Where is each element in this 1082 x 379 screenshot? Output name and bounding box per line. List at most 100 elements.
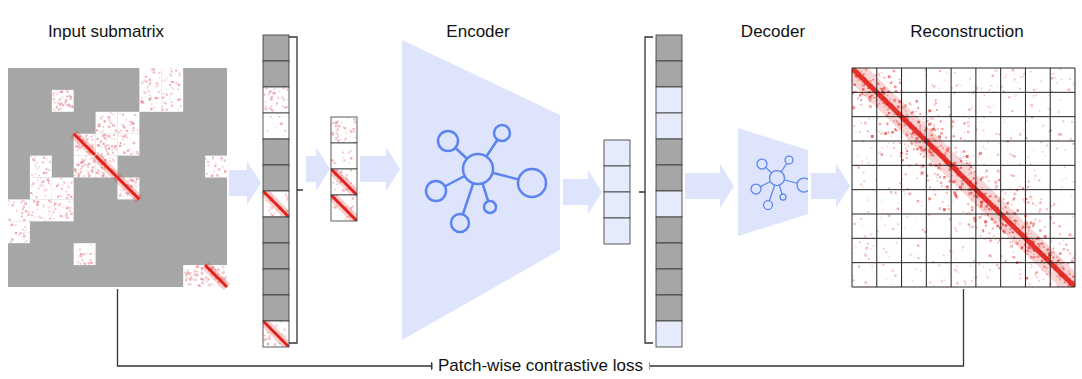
contact-dot xyxy=(122,138,124,140)
contact-dot xyxy=(868,162,870,164)
contact-dot xyxy=(203,280,204,281)
contact-dot xyxy=(43,185,45,187)
contact-dot xyxy=(1007,146,1008,147)
flow-arrow xyxy=(811,164,850,208)
contact-dot xyxy=(285,335,286,336)
contact-dot xyxy=(1060,68,1062,70)
contact-dot xyxy=(109,160,111,162)
contact-dot xyxy=(77,145,79,147)
contact-dot xyxy=(934,194,936,196)
contact-dot xyxy=(982,146,984,148)
contact-dot xyxy=(64,103,67,106)
contact-dot xyxy=(355,196,356,197)
contact-dot xyxy=(340,139,341,140)
contact-dot xyxy=(49,218,51,220)
contact-dot xyxy=(962,250,963,251)
contact-dot xyxy=(1042,124,1044,126)
contact-dot xyxy=(1005,74,1007,76)
contact-dot xyxy=(114,145,117,148)
contact-dot xyxy=(110,122,112,124)
contact-dot xyxy=(69,210,71,212)
contact-dot xyxy=(108,116,110,118)
contact-dot xyxy=(1004,77,1005,78)
contact-dot xyxy=(1033,150,1034,151)
contact-dot xyxy=(283,328,285,330)
contact-dot xyxy=(1013,78,1015,80)
contact-dot xyxy=(90,136,91,137)
contact-dot xyxy=(62,104,64,106)
contact-dot xyxy=(124,134,126,136)
contact-dot xyxy=(90,159,91,160)
contact-dot xyxy=(119,145,121,147)
contact-dot xyxy=(36,203,39,206)
contact-dot xyxy=(209,284,211,286)
contact-dot xyxy=(206,173,208,175)
contact-dot xyxy=(268,210,270,212)
contact-dot xyxy=(268,206,269,207)
contact-dot xyxy=(997,154,999,156)
contact-dot xyxy=(72,201,73,202)
contact-dot xyxy=(1008,96,1010,98)
contact-dot xyxy=(57,102,58,103)
contact-dot xyxy=(271,214,273,216)
contact-dot xyxy=(47,178,49,180)
contact-dot xyxy=(223,272,225,274)
contact-dot xyxy=(867,243,869,245)
contact-dot xyxy=(66,191,67,192)
contact-dot xyxy=(136,187,137,188)
contact-dot xyxy=(1015,94,1017,96)
contact-dot xyxy=(1072,261,1073,262)
contact-dot xyxy=(184,271,186,273)
contact-dot xyxy=(277,87,278,88)
contact-dot xyxy=(33,159,35,161)
contact-dot xyxy=(1028,283,1030,285)
contact-dot xyxy=(105,148,107,150)
contact-dot xyxy=(66,197,68,199)
contact-dot xyxy=(897,223,899,225)
contact-dot xyxy=(1069,78,1071,80)
contact-dot xyxy=(173,82,174,83)
contact-dot xyxy=(75,172,77,174)
contact-dot xyxy=(84,164,86,166)
contact-dot xyxy=(161,80,163,82)
contact-dot xyxy=(331,159,333,161)
contact-dot xyxy=(170,74,172,76)
contact-dot xyxy=(996,258,997,259)
contact-dot xyxy=(1023,129,1024,130)
contact-dot xyxy=(271,109,273,111)
network-icon xyxy=(751,156,808,210)
contact-dot xyxy=(341,122,342,123)
contact-dot xyxy=(22,229,23,230)
diagonal-line xyxy=(205,265,227,287)
contact-dot xyxy=(30,192,32,194)
contact-dot xyxy=(53,95,54,96)
contact-dot xyxy=(881,196,882,197)
diagonal-band xyxy=(263,191,289,217)
contact-dot xyxy=(135,185,136,186)
contact-dot xyxy=(180,75,181,76)
contact-dot xyxy=(881,132,883,134)
contact-dot xyxy=(943,279,945,281)
contact-dot xyxy=(858,266,860,268)
contact-dot xyxy=(959,223,961,225)
contact-dot xyxy=(45,195,46,196)
contact-dot xyxy=(1020,76,1021,77)
contact-dot xyxy=(1064,248,1066,250)
contact-dot xyxy=(224,170,226,172)
contact-dot xyxy=(1054,77,1055,78)
contact-dot xyxy=(1023,76,1024,77)
contact-dot xyxy=(69,99,70,100)
contact-dot xyxy=(964,122,966,124)
contact-dot xyxy=(31,215,32,216)
masked-heatmap xyxy=(8,68,227,287)
reconstruction-heatmap: Reconstruction xyxy=(852,68,1075,287)
contact-dot xyxy=(965,283,967,285)
contact-dot xyxy=(162,109,164,111)
contact-dot xyxy=(72,107,73,108)
contact-dot xyxy=(78,175,80,177)
contact-dot xyxy=(201,282,203,284)
contact-dot xyxy=(64,182,66,184)
contact-dot xyxy=(854,223,856,225)
contact-dot xyxy=(346,132,347,133)
contact-dot xyxy=(191,275,193,277)
